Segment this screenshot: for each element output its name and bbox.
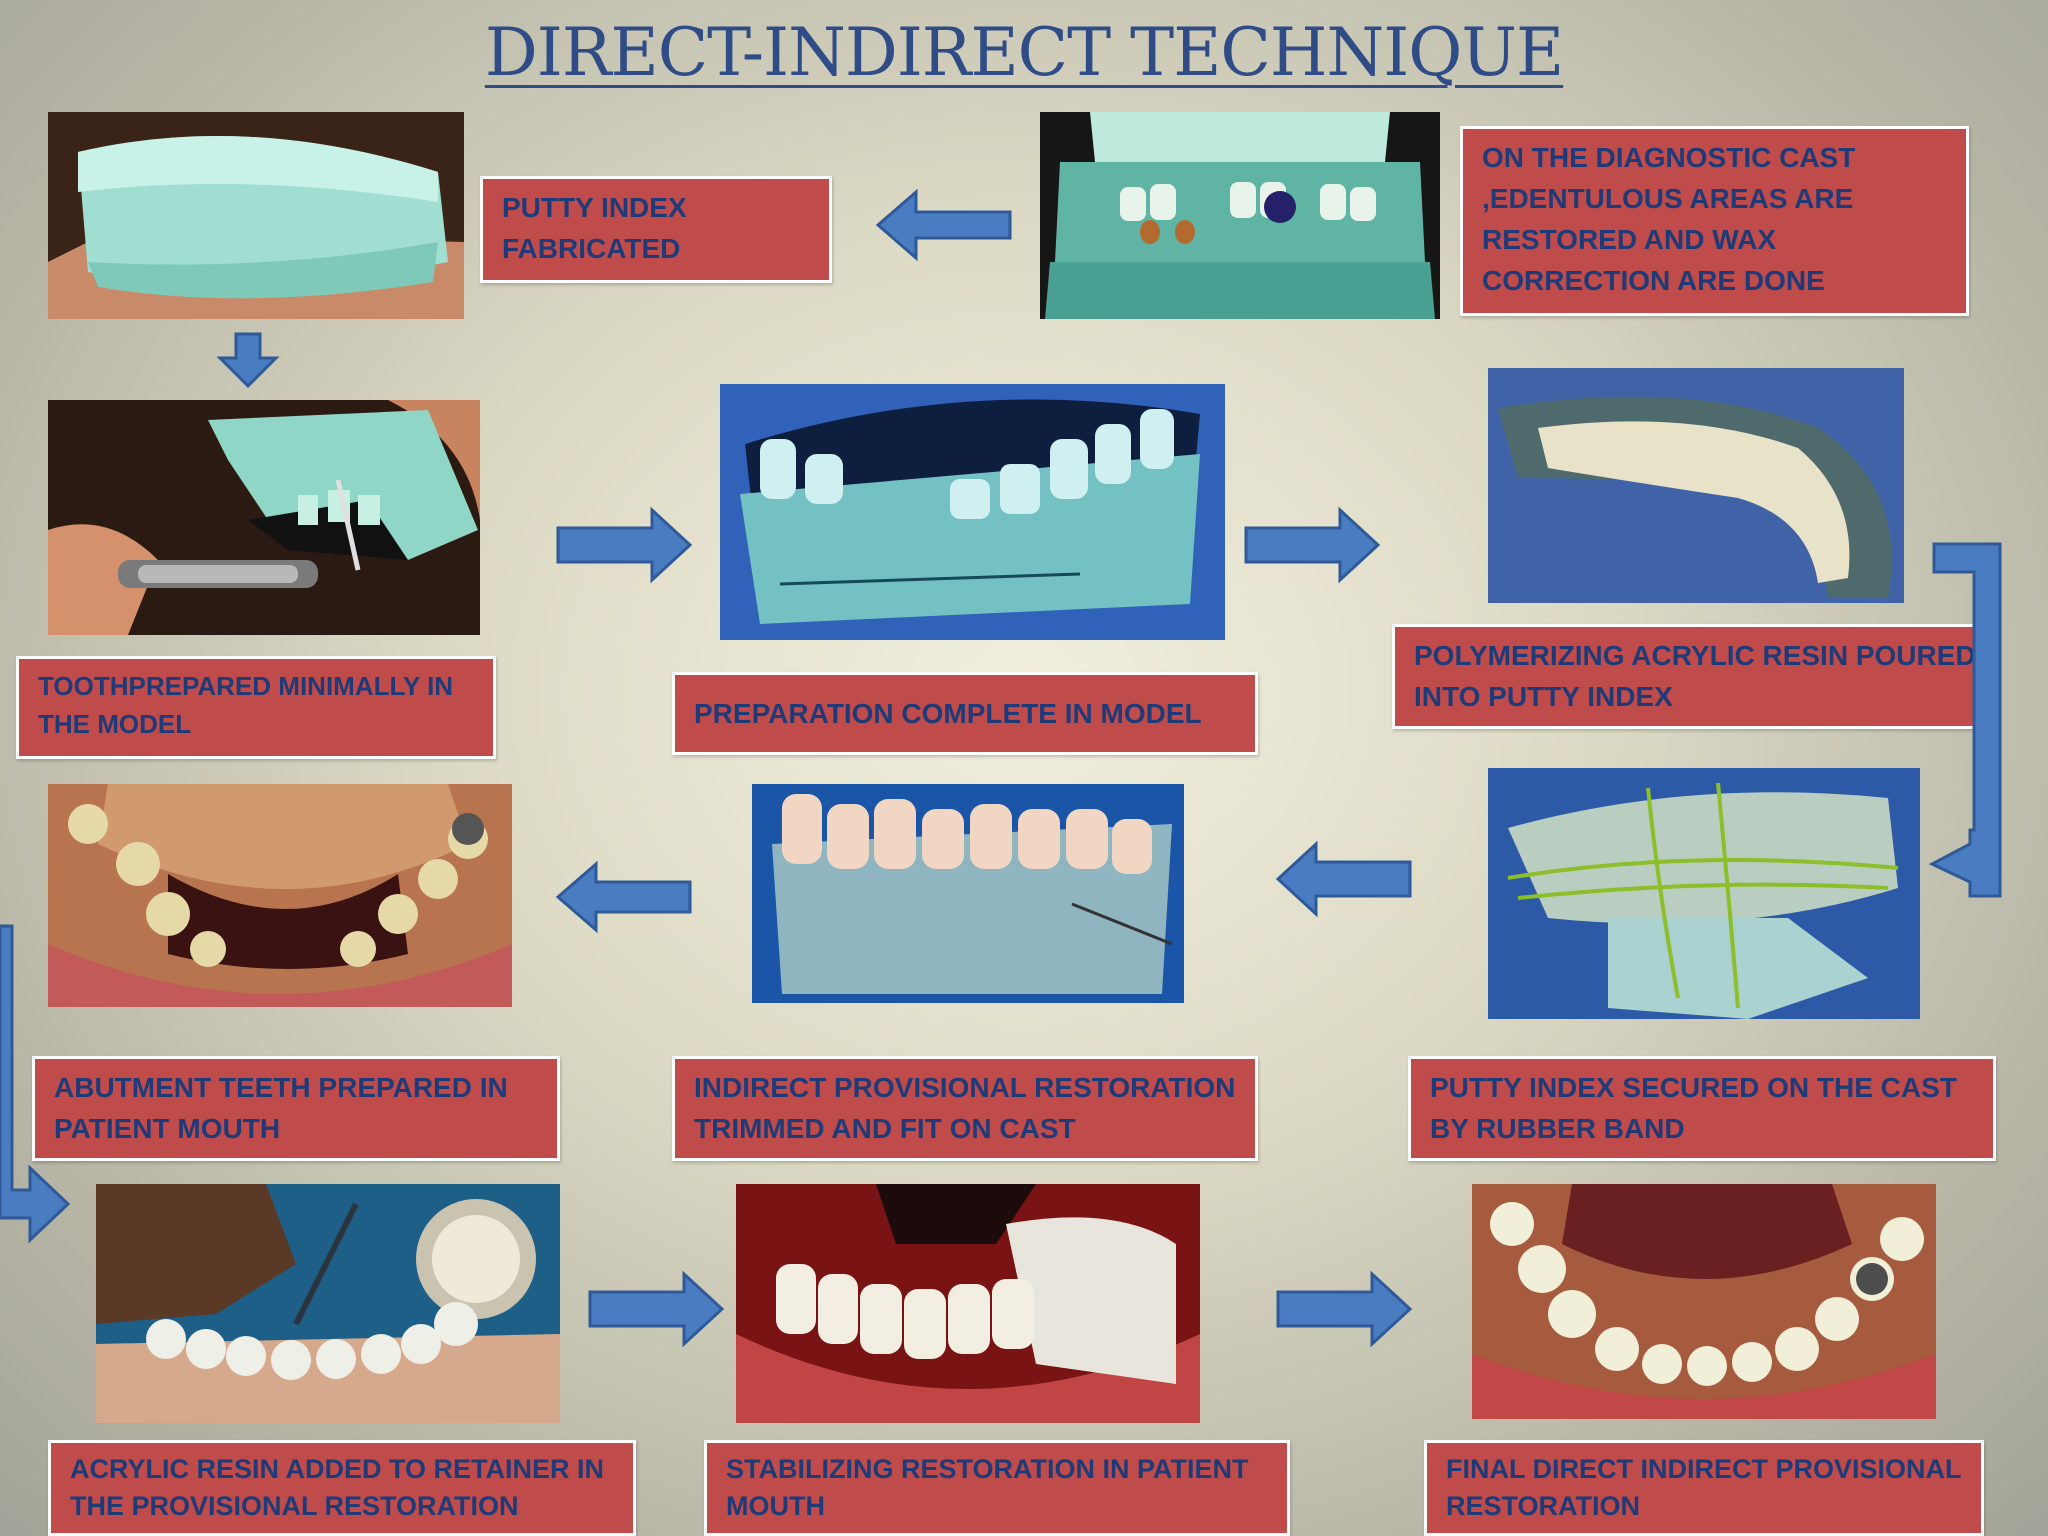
photo-acrylic-in-putty — [1488, 368, 1904, 603]
arrow-right-icon — [1244, 506, 1381, 584]
arrow-down-icon — [216, 332, 280, 389]
arrow-right-icon — [1276, 1270, 1413, 1348]
label-preparation-complete: PREPARATION COMPLETE IN MODEL — [672, 672, 1258, 755]
arrow-left-icon — [1275, 840, 1412, 918]
photo-preparation-complete — [720, 384, 1225, 640]
label-putty-secured: PUTTY INDEX SECURED ON THE CAST BY RUBBE… — [1408, 1056, 1996, 1161]
label-acrylic-poured: POLYMERIZING ACRYLIC RESIN POURED INTO P… — [1392, 624, 1980, 729]
arrow-right-icon — [556, 506, 693, 584]
label-trimmed-fit: INDIRECT PROVISIONAL RESTORATION TRIMMED… — [672, 1056, 1258, 1161]
arrow-right-icon — [588, 1270, 725, 1348]
label-abutment-prepared: ABUTMENT TEETH PREPARED IN PATIENT MOUTH — [32, 1056, 560, 1161]
l-connector-icon — [0, 924, 72, 1304]
photo-putty-index — [48, 112, 464, 319]
slide-title: DIRECT-INDIRECT TECHNIQUE — [484, 14, 1564, 91]
label-final: FINAL DIRECT INDIRECT PROVISIONAL RESTOR… — [1424, 1440, 1984, 1536]
photo-abutment-teeth — [48, 784, 512, 1007]
photo-stabilizing — [736, 1184, 1200, 1423]
bracket-connector-icon — [1928, 540, 2010, 900]
photo-resin-added — [96, 1184, 560, 1423]
label-putty-index: PUTTY INDEX FABRICATED — [480, 176, 832, 283]
photo-diagnostic-cast — [1040, 112, 1440, 319]
label-stabilizing: STABILIZING RESTORATION IN PATIENT MOUTH — [704, 1440, 1290, 1536]
label-diagnostic-cast: ON THE DIAGNOSTIC CAST ,EDENTULOUS AREAS… — [1460, 126, 1969, 316]
photo-final-restoration — [1472, 1184, 1936, 1419]
arrow-left-icon — [875, 188, 1012, 262]
arrow-left-icon — [555, 860, 692, 934]
photo-putty-secured — [1488, 768, 1920, 1019]
photo-tooth-prepared — [48, 400, 480, 635]
label-tooth-prepared: TOOTHPREPARED MINIMALLY IN THE MODEL — [16, 656, 496, 759]
photo-provisional-on-cast — [752, 784, 1184, 1003]
label-resin-added: ACRYLIC RESIN ADDED TO RETAINER IN THE P… — [48, 1440, 636, 1536]
